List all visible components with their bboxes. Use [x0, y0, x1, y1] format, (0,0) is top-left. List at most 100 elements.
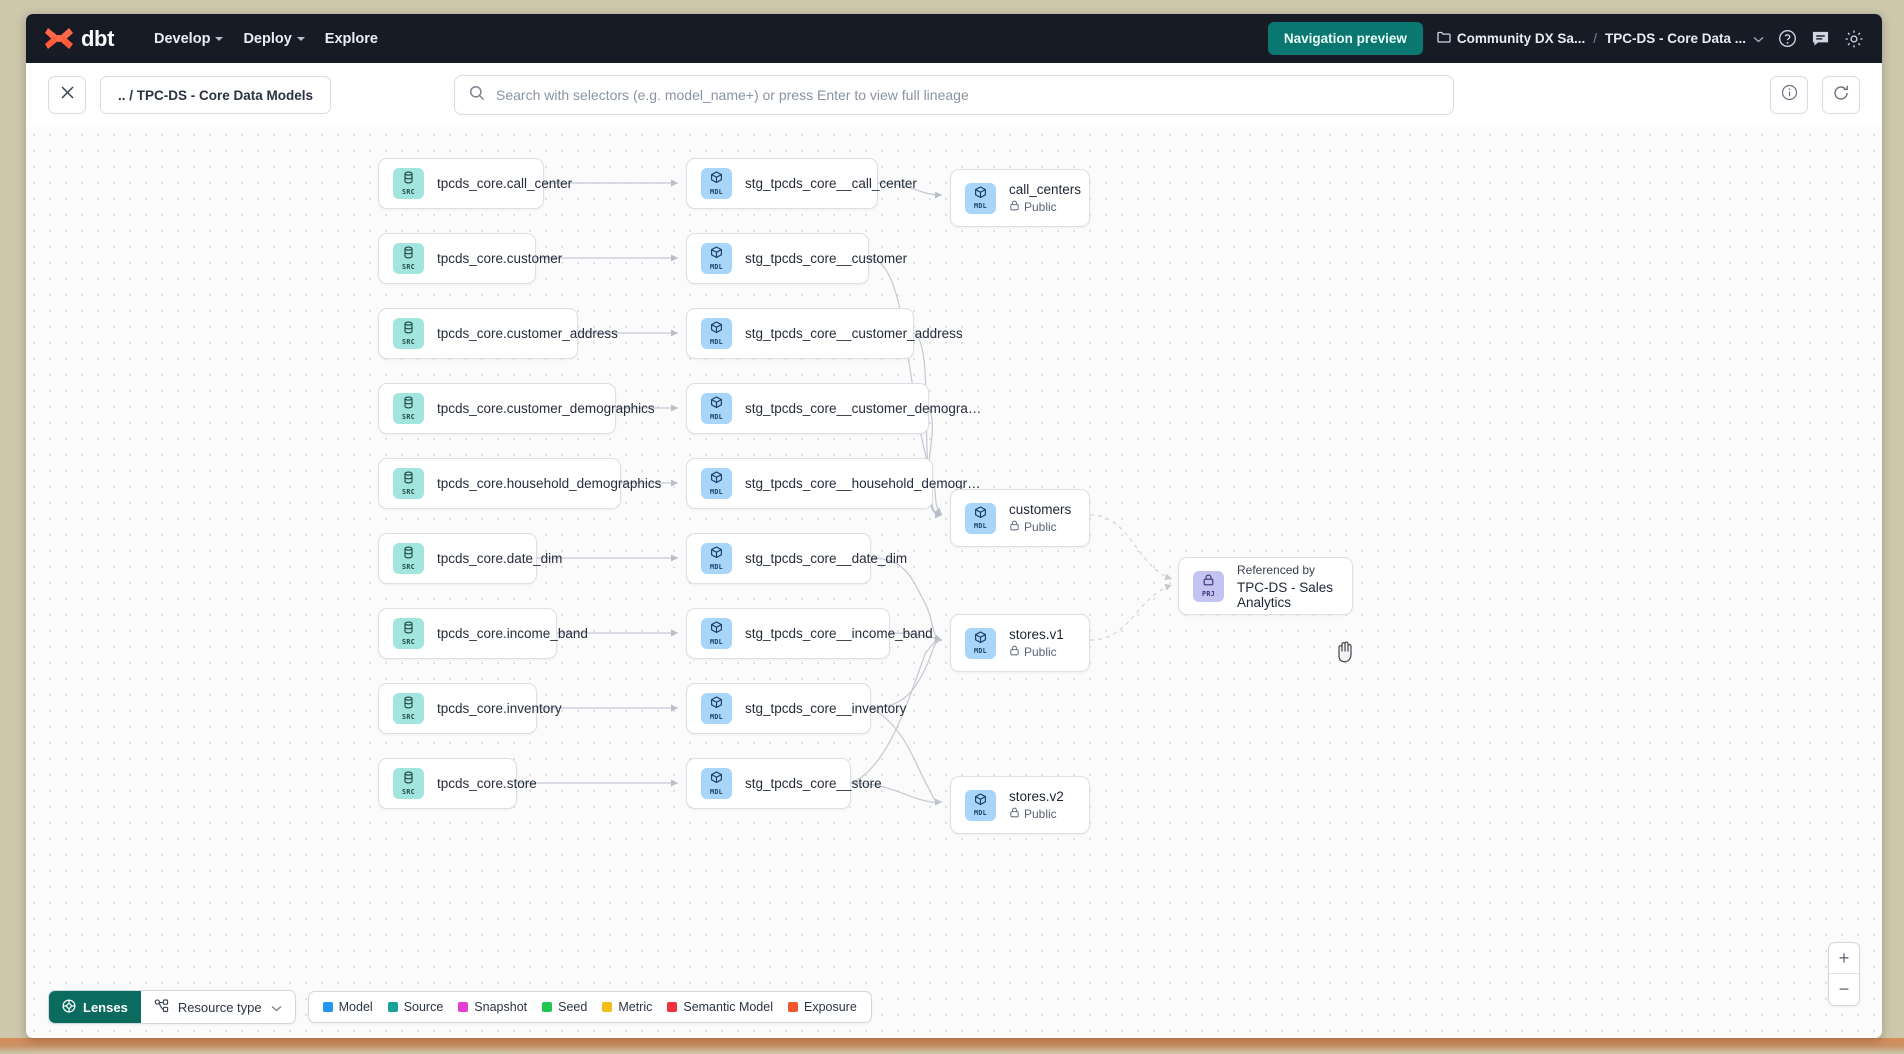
source-badge: SRC [393, 243, 424, 274]
source-badge-label: SRC [402, 787, 415, 796]
legend-item-source[interactable]: Source [387, 1000, 443, 1014]
mdl-type-icon [710, 246, 723, 263]
nav-item-deploy[interactable]: Deploy [233, 24, 314, 54]
legend-item-exposure[interactable]: Exposure [787, 1000, 857, 1014]
legend-item-model[interactable]: Model [322, 1000, 373, 1014]
node-label: stg_tpcds_core__date_dim [745, 551, 908, 566]
project-badge: PRJ [1193, 570, 1224, 602]
model-node-1[interactable]: MDL stg_tpcds_core__customer [686, 233, 907, 284]
project-badge-label: PRJ [1202, 590, 1215, 599]
desktop-background-top [0, 0, 1904, 14]
top-navigation-right: Navigation preview Community DX Sa... / … [1267, 22, 1864, 55]
model-badge: MDL [965, 789, 996, 821]
nav-item-explore[interactable]: Explore [315, 24, 388, 54]
feedback-icon[interactable] [1811, 30, 1830, 48]
model-badge-label: MDL [710, 712, 723, 721]
refresh-button[interactable] [1822, 76, 1860, 114]
breadcrumb-account[interactable]: Community DX Sa... [1437, 31, 1585, 46]
mdl-type-icon [710, 396, 723, 413]
help-icon[interactable] [1778, 29, 1797, 48]
legend-swatch [667, 1002, 678, 1012]
source-badge-label: SRC [402, 412, 415, 421]
zoom-in-button[interactable]: + [1829, 943, 1859, 974]
legend-swatch [602, 1002, 613, 1012]
resource-type-button[interactable]: Resource type [140, 991, 295, 1023]
model-badge: MDL [701, 543, 732, 574]
model-badge-label: MDL [974, 809, 987, 818]
model-badge-label: MDL [710, 637, 723, 646]
nodes-icon [154, 998, 169, 1016]
legend-swatch [542, 1002, 553, 1012]
info-button[interactable] [1770, 76, 1808, 114]
model-badge-label: MDL [974, 202, 987, 211]
source-node-5[interactable]: SRC tpcds_core.date_dim [378, 533, 562, 584]
gear-icon[interactable] [1844, 29, 1864, 49]
navigation-preview-button[interactable]: Navigation preview [1267, 22, 1423, 55]
node-label: tpcds_core.date_dim [437, 551, 563, 566]
mdl-type-icon [710, 696, 723, 713]
legend-label: Snapshot [474, 1000, 528, 1014]
breadcrumb-separator: / [1593, 31, 1597, 46]
legend-item-seed[interactable]: Seed [542, 1000, 587, 1014]
chevron-down-icon [271, 1000, 282, 1015]
mdl-type-icon [710, 171, 723, 188]
zoom-out-button[interactable]: − [1838, 979, 1850, 999]
legend-item-snapshot[interactable]: Snapshot [458, 1000, 527, 1014]
legend-swatch [387, 1002, 398, 1012]
nav-item-develop[interactable]: Develop [144, 24, 233, 54]
source-badge: SRC [393, 543, 424, 574]
search-input[interactable] [496, 87, 1439, 103]
model-badge-label: MDL [974, 522, 987, 531]
dbt-logo-icon [44, 26, 74, 52]
desktop-background-right [1882, 0, 1904, 1054]
model-badge: MDL [701, 243, 732, 274]
source-badge: SRC [393, 168, 424, 199]
source-node-1[interactable]: SRC tpcds_core.customer [378, 233, 562, 284]
model-badge: MDL [701, 468, 732, 499]
lenses-button[interactable]: Lenses [49, 991, 141, 1023]
referenced-by-label: Referenced by [1237, 562, 1316, 577]
model-badge: MDL [701, 693, 732, 724]
breadcrumb-pill[interactable]: .. / TPC-DS - Core Data Models [100, 76, 332, 114]
node-label: tpcds_core.customer [437, 251, 563, 266]
node-label: stg_tpcds_core__customer_demogra… [745, 401, 982, 416]
legend-item-semantic-model[interactable]: Semantic Model [667, 1000, 773, 1014]
lenses-label: Lenses [83, 999, 128, 1015]
prj-type-icon [1202, 574, 1215, 591]
node-label: tpcds_core.customer_address [437, 326, 618, 341]
legend-item-metric[interactable]: Metric [602, 1000, 652, 1014]
model-badge: MDL [965, 182, 996, 214]
lineage-search[interactable] [454, 75, 1454, 115]
node-title: stores.v2 [1009, 789, 1064, 804]
node-label: stg_tpcds_core__customer [745, 251, 908, 266]
dbt-logo[interactable]: dbt [44, 26, 114, 52]
lenses-icon [62, 998, 76, 1016]
legend-label: Semantic Model [683, 1000, 773, 1014]
breadcrumb-project[interactable]: TPC-DS - Core Data ... [1605, 31, 1764, 46]
top-navigation-bar: dbt Develop Deploy Explore Navigation pr… [26, 14, 1882, 63]
close-button[interactable] [48, 76, 86, 114]
model-node-5[interactable]: MDL stg_tpcds_core__date_dim [686, 533, 907, 584]
